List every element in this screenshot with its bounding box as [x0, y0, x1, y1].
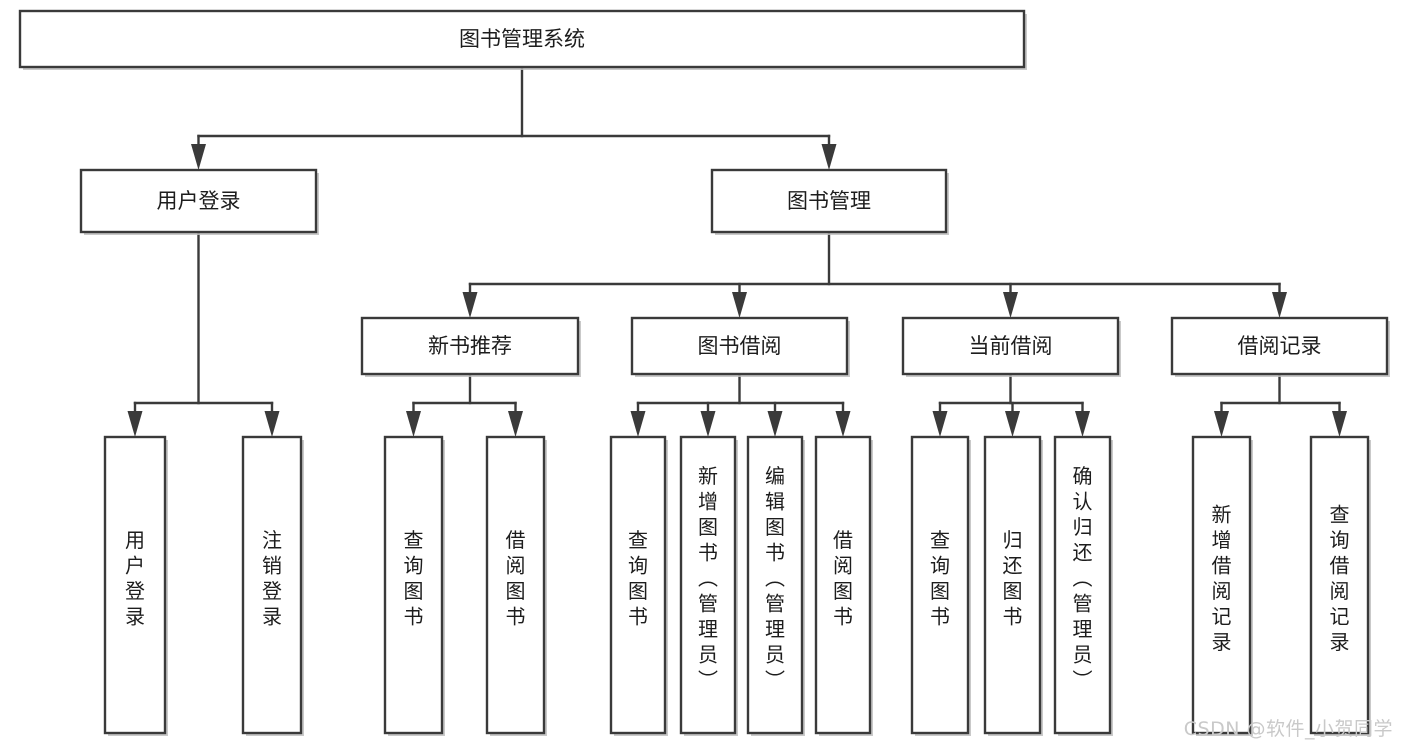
- node-layer: 图书管理系统用户登录图书管理新书推荐图书借阅当前借阅借阅记录用户登录注销登录查询…: [18, 9, 1390, 736]
- node-leaf-confirm-return-admin[interactable]: 确认归还︵管理员︶: [1053, 435, 1113, 736]
- connector-group-book-borrow: [630, 372, 851, 437]
- node-current-borrow[interactable]: 当前借阅: [901, 316, 1121, 377]
- node-label: 图书管理: [787, 189, 871, 213]
- node-label: 查询图书: [628, 528, 648, 629]
- connector-layer: [127, 65, 1347, 437]
- node-label: 用户登录: [157, 189, 241, 213]
- node-label: 借阅记录: [1238, 334, 1322, 358]
- connector-arrowhead: [508, 411, 523, 437]
- node-label: 归还图书: [1003, 528, 1023, 629]
- connector-arrowhead: [191, 144, 206, 170]
- node-label: 查询图书: [404, 528, 424, 629]
- connector-arrowhead: [1332, 411, 1347, 437]
- node-leaf-user-login[interactable]: 用户登录: [103, 435, 168, 736]
- connector-arrowhead: [630, 411, 646, 437]
- connector-group-root: [191, 65, 837, 170]
- node-leaf-query-book-3[interactable]: 查询图书: [910, 435, 971, 736]
- connector-group-book-manage: [462, 230, 1287, 318]
- node-label: 查询借阅记录: [1330, 502, 1350, 654]
- connector-arrowhead: [406, 411, 421, 437]
- node-label: 新书推荐: [428, 334, 512, 358]
- node-leaf-query-book-1[interactable]: 查询图书: [383, 435, 445, 736]
- connector-arrowhead: [732, 292, 747, 318]
- node-borrow-record[interactable]: 借阅记录: [1170, 316, 1390, 377]
- node-label: 用户登录: [125, 528, 145, 629]
- connector-arrowhead: [1214, 411, 1229, 437]
- node-leaf-add-borrow-record[interactable]: 新增借阅记录: [1191, 435, 1253, 736]
- connector-arrowhead: [767, 411, 783, 437]
- connector-arrowhead: [1003, 292, 1018, 318]
- node-leaf-query-borrow-record[interactable]: 查询借阅记录: [1309, 435, 1371, 736]
- node-label: 查询图书: [930, 528, 950, 629]
- node-label: 编辑图书︵管理员︶: [765, 464, 785, 692]
- node-label: 确认归还︵管理员︶: [1073, 464, 1093, 692]
- node-label: 当前借阅: [969, 334, 1053, 358]
- connector-group-user-login: [127, 230, 280, 437]
- node-label: 注销登录: [262, 528, 282, 629]
- connector-arrowhead: [821, 144, 837, 170]
- connector-group-borrow-record: [1214, 372, 1347, 437]
- node-label: 新增借阅记录: [1212, 502, 1232, 654]
- node-leaf-query-book-2[interactable]: 查询图书: [609, 435, 668, 736]
- connector-arrowhead: [264, 411, 280, 437]
- connector-arrowhead: [462, 292, 478, 318]
- node-root[interactable]: 图书管理系统: [18, 9, 1027, 70]
- node-label: 借阅图书: [833, 528, 853, 629]
- connector-arrowhead: [1272, 292, 1287, 318]
- connector-arrowhead: [1005, 411, 1020, 437]
- node-leaf-borrow-book-2[interactable]: 借阅图书: [814, 435, 873, 736]
- node-label: 新增图书︵管理员︶: [698, 464, 718, 692]
- connector-arrowhead: [1075, 411, 1090, 437]
- connector-arrowhead: [700, 411, 716, 437]
- node-label: 借阅图书: [506, 528, 526, 629]
- node-leaf-edit-book-admin[interactable]: 编辑图书︵管理员︶: [746, 435, 805, 736]
- connector-group-new-book-recommend: [406, 372, 523, 437]
- connector-arrowhead: [932, 411, 948, 437]
- node-new-book-recommend[interactable]: 新书推荐: [360, 316, 581, 377]
- node-label: 图书借阅: [698, 334, 782, 358]
- connector-group-current-borrow: [932, 372, 1090, 437]
- connector-arrowhead: [127, 411, 143, 437]
- node-label: 图书管理系统: [459, 27, 585, 51]
- connector-arrowhead: [835, 411, 851, 437]
- node-book-borrow[interactable]: 图书借阅: [630, 316, 850, 377]
- node-leaf-user-logout[interactable]: 注销登录: [241, 435, 304, 736]
- node-user-login[interactable]: 用户登录: [79, 168, 319, 235]
- csdn-watermark: CSDN @软件_小贺同学: [1183, 718, 1393, 740]
- node-leaf-borrow-book-1[interactable]: 借阅图书: [485, 435, 547, 736]
- node-leaf-add-book-admin[interactable]: 新增图书︵管理员︶: [679, 435, 738, 736]
- node-book-manage[interactable]: 图书管理: [710, 168, 949, 235]
- node-leaf-return-book[interactable]: 归还图书: [983, 435, 1043, 736]
